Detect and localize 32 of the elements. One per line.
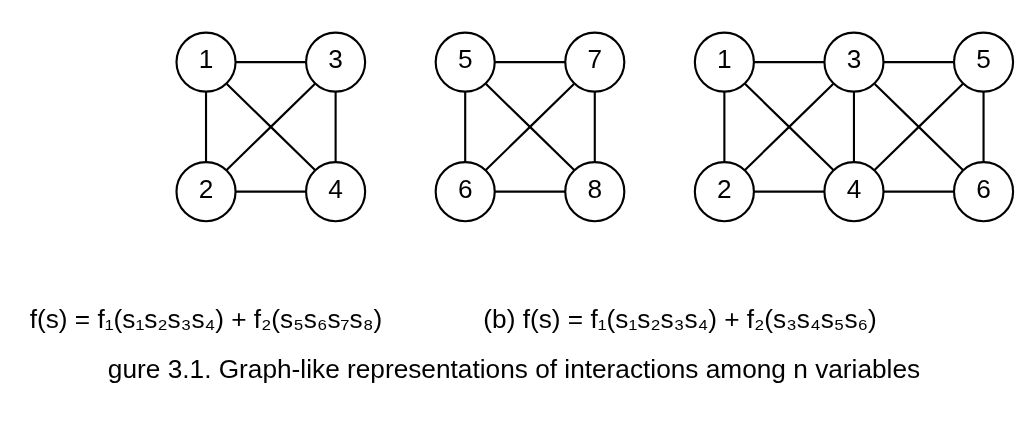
connector	[754, 60, 825, 63]
connector	[982, 91, 985, 162]
node-circle: 5	[434, 31, 496, 93]
node-circle: 7	[564, 31, 626, 93]
connector	[593, 91, 596, 162]
connector	[235, 190, 306, 193]
node-circle: 1	[175, 31, 237, 93]
connector	[495, 60, 566, 63]
node-circle: 3	[305, 31, 367, 93]
connector	[852, 91, 856, 162]
node-circle: 6	[952, 160, 1015, 222]
connector	[334, 91, 337, 162]
node-circle: 3	[823, 31, 885, 93]
connector	[464, 91, 467, 162]
connector	[883, 60, 954, 63]
node-circle: 2	[693, 160, 755, 222]
node-circle: 2	[175, 160, 237, 222]
connector	[235, 60, 306, 63]
connector	[723, 91, 726, 162]
label: (b) f(s) = f₁(s₁s₂s₃s₄) + f₂(s₃s₄s₅s₆)	[483, 303, 877, 333]
connector	[883, 190, 954, 193]
node-circle: 4	[823, 160, 885, 222]
node-circle: 5	[952, 31, 1015, 93]
connector	[495, 190, 566, 193]
connector	[754, 190, 825, 193]
caption: gure 3.1. Graph-like representations of interactions among n variables	[107, 353, 921, 384]
node-circle: 4	[305, 160, 367, 222]
node-circle: 1	[693, 31, 755, 93]
node-circle: 8	[564, 160, 626, 222]
connector	[204, 91, 208, 162]
node-circle: 6	[434, 160, 496, 222]
label: f(s) = f₁(s₁s₂s₃s₄) + f₂(s₅s₆s₇s₈)	[29, 303, 383, 333]
